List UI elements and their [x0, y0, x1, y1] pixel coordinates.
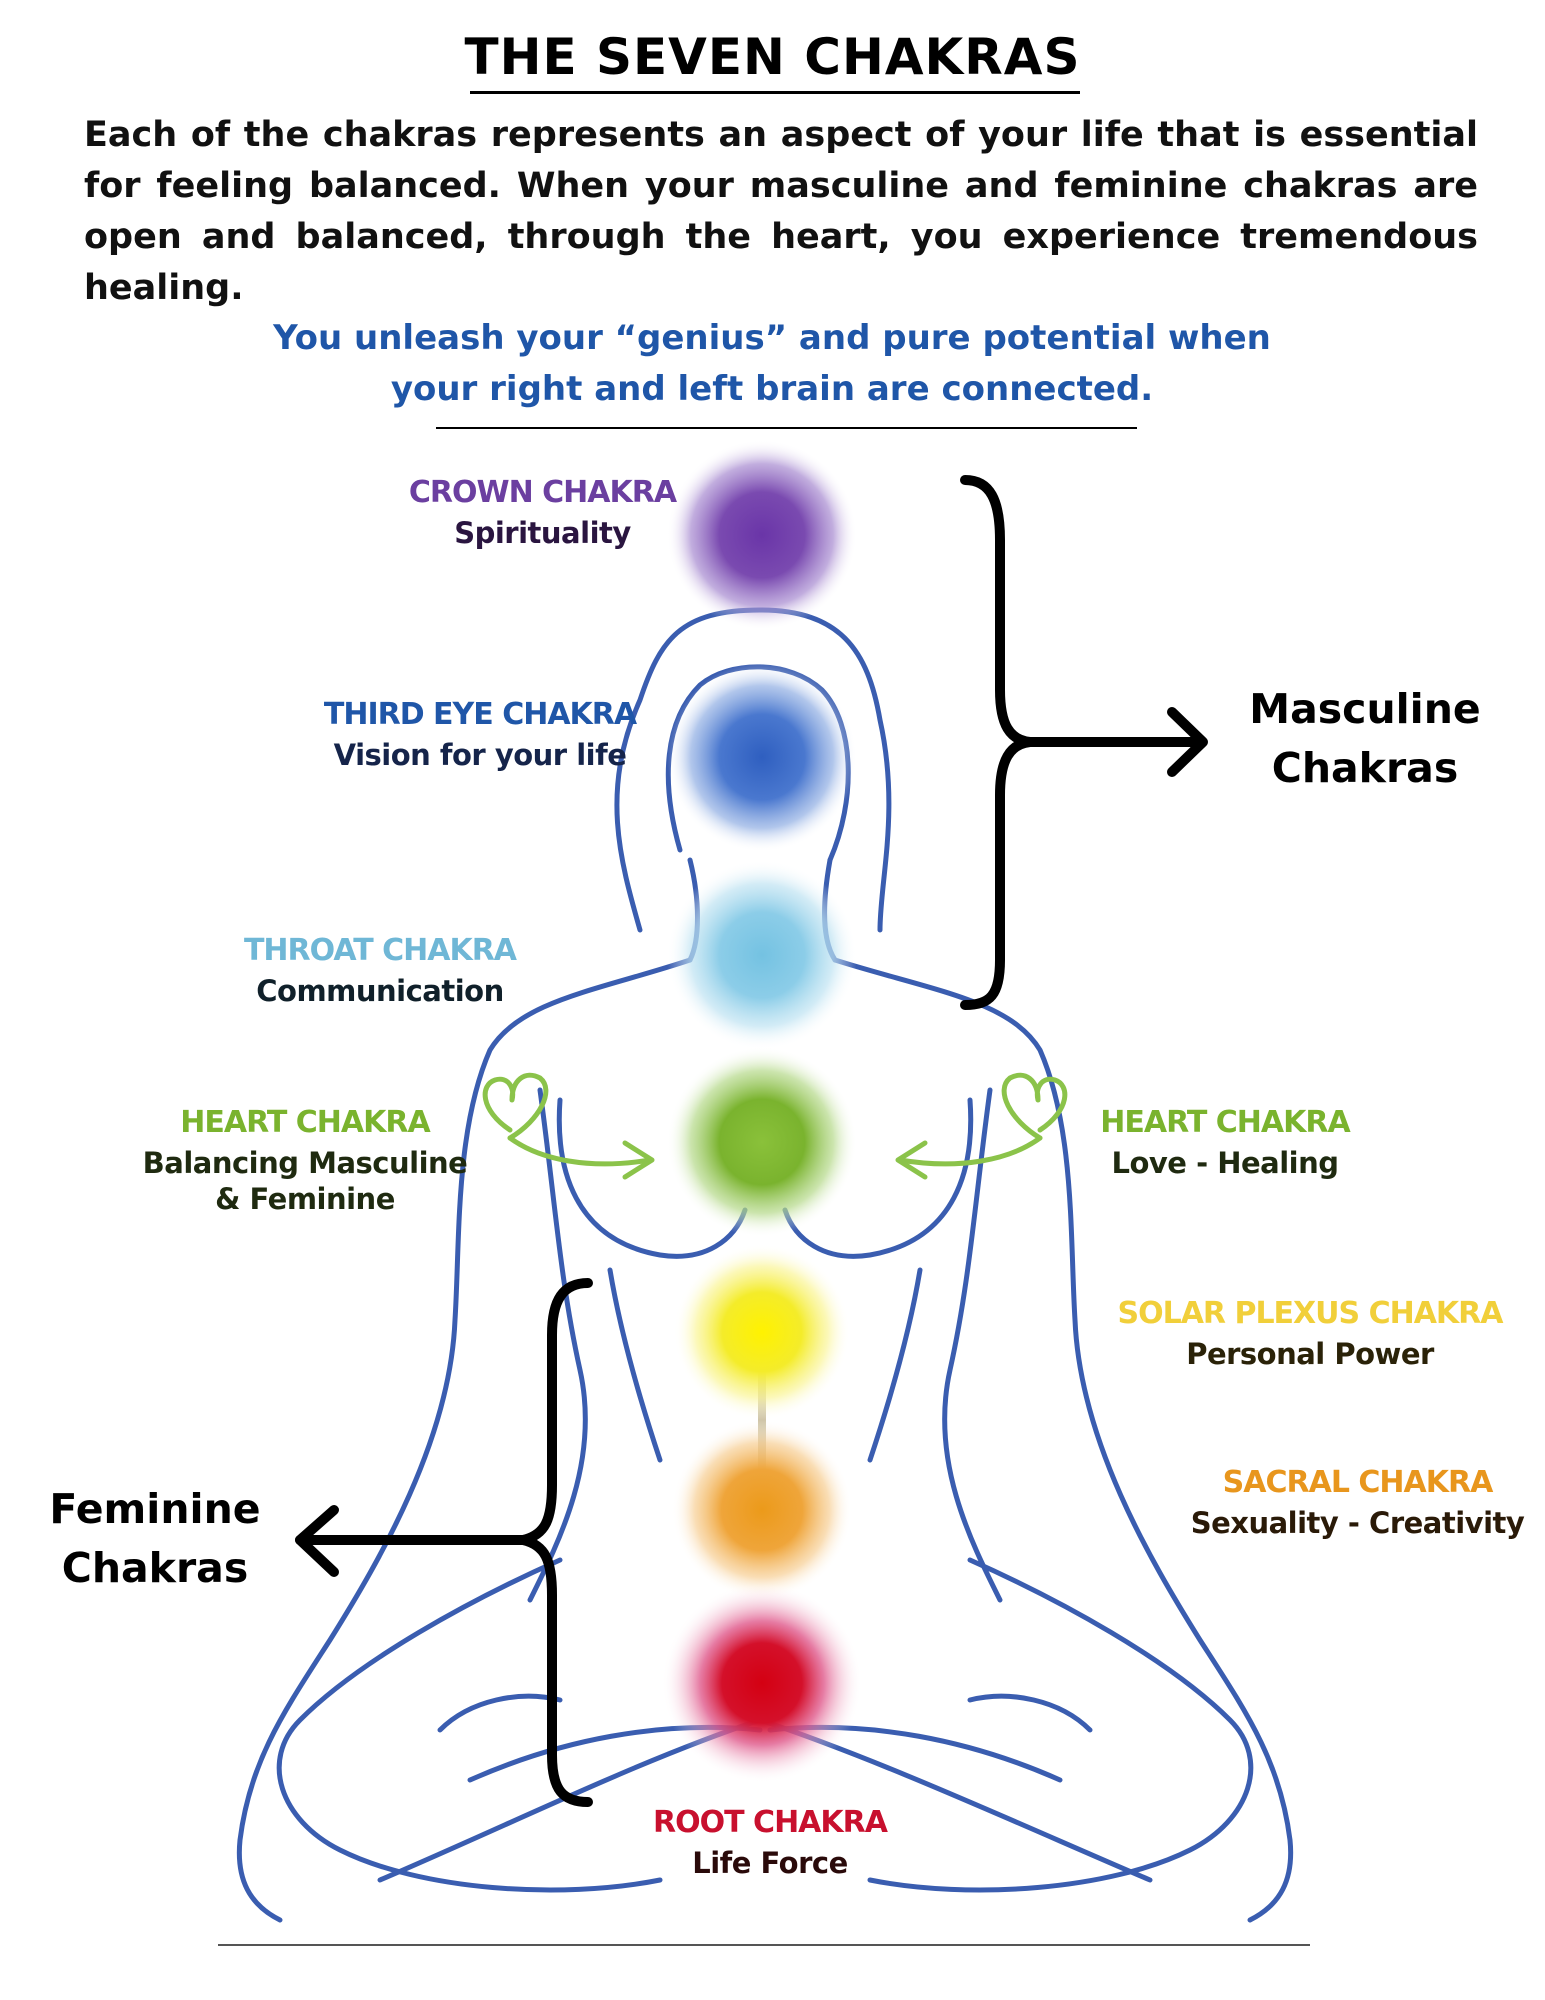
- left-inner-arm: [527, 1087, 588, 1603]
- third-eye-chakra-name: THIRD EYE CHAKRA: [323, 697, 637, 732]
- masculine-arrowhead: [1167, 707, 1208, 777]
- third-eye-chakra-desc: Vision for your life: [333, 738, 627, 772]
- right-heart-arrowhead: [895, 1140, 928, 1180]
- heart-chakra-right-desc: Love - Healing: [1111, 1146, 1340, 1180]
- genius-underline: [436, 427, 1137, 429]
- heart-chakra-left-name: HEART CHAKRA: [180, 1105, 430, 1140]
- crown-chakra-label: CROWN CHAKRA Spirituality: [365, 475, 720, 550]
- left-heart-arrow: [507, 1135, 653, 1167]
- throat-chakra-label: THROAT CHAKRA Communication: [220, 933, 540, 1008]
- left-foot: [437, 1693, 563, 1733]
- left-waist: [607, 1267, 663, 1463]
- masculine-line-2: Chakras: [1271, 744, 1459, 792]
- heart-chakra-left-desc-2: & Feminine: [215, 1182, 395, 1216]
- third-eye-orb: [667, 662, 857, 852]
- left-heart-arrowhead: [622, 1140, 655, 1180]
- throat-chakra-desc: Communication: [256, 974, 504, 1008]
- left-shoulder-arm: [236, 957, 693, 1923]
- sacral-chakra-desc: Sexuality - Creativity: [1190, 1506, 1525, 1540]
- masculine-line-1: Masculine: [1249, 685, 1481, 733]
- right-heart-arrow: [897, 1135, 1043, 1167]
- throat-chakra-name: THROAT CHAKRA: [243, 933, 517, 968]
- genius-line-1: You unleash your “genius” and pure poten…: [273, 318, 1271, 358]
- heart-arrows: [482, 1072, 1068, 1180]
- feminine-brace: [295, 1278, 593, 1807]
- sacral-orb: [672, 1420, 852, 1600]
- solar-plexus-chakra-name: SOLAR PLEXUS CHAKRA: [1117, 1296, 1503, 1331]
- right-waist: [867, 1267, 923, 1463]
- feminine-arrowhead: [295, 1505, 339, 1577]
- root-orb: [662, 1583, 862, 1783]
- right-leg-outer: [867, 1557, 1254, 1893]
- root-chakra-label: ROOT CHAKRA Life Force: [600, 1805, 940, 1880]
- genius-line-2: your right and left brain are connected.: [390, 369, 1154, 409]
- left-breast: [556, 1097, 748, 1259]
- root-chakra-desc: Life Force: [692, 1846, 848, 1880]
- page-title: THE SEVEN CHAKRAS: [464, 28, 1081, 86]
- crown-orb: [667, 440, 857, 630]
- genius-statement: You unleash your “genius” and pure poten…: [272, 313, 1272, 415]
- throat-orb: [667, 860, 857, 1050]
- heart-chakra-right-label: HEART CHAKRA Love - Healing: [1075, 1105, 1375, 1180]
- heart-chakra-left-desc-1: Balancing Masculine: [142, 1146, 468, 1180]
- chakra-orbs: [662, 440, 862, 1783]
- right-inner-arm: [942, 1087, 1003, 1603]
- feminine-chakras-label: Feminine Chakras: [30, 1480, 280, 1598]
- solar-plexus-chakra-label: SOLAR PLEXUS CHAKRA Personal Power: [1110, 1296, 1510, 1371]
- heart-orb: [667, 1047, 857, 1237]
- left-leg-outer: [276, 1557, 663, 1893]
- heart-chakra-right-name: HEART CHAKRA: [1100, 1105, 1350, 1140]
- feminine-line-2: Chakras: [61, 1544, 249, 1592]
- solar-plexus-orb: [674, 1244, 850, 1420]
- intro-paragraph: Each of the chakras represents an aspect…: [84, 115, 1478, 308]
- solar-plexus-chakra-desc: Personal Power: [1186, 1337, 1434, 1371]
- sacral-chakra-label: SACRAL CHAKRA Sexuality - Creativity: [1185, 1465, 1530, 1540]
- sacral-chakra-name: SACRAL CHAKRA: [1222, 1465, 1494, 1500]
- masculine-brace: [960, 475, 1208, 1010]
- crown-chakra-desc: Spirituality: [454, 516, 631, 550]
- right-heart-icon: [1001, 1072, 1068, 1141]
- left-heart-icon: [482, 1072, 549, 1141]
- right-breast: [782, 1097, 974, 1259]
- heart-chakra-left-label: HEART CHAKRA Balancing Masculine & Femin…: [135, 1105, 475, 1216]
- third-eye-chakra-label: THIRD EYE CHAKRA Vision for your life: [290, 697, 670, 772]
- root-chakra-name: ROOT CHAKRA: [653, 1805, 888, 1840]
- crown-chakra-name: CROWN CHAKRA: [408, 475, 677, 510]
- masculine-chakras-label: Masculine Chakras: [1220, 680, 1510, 798]
- right-shoulder-arm: [832, 957, 1294, 1923]
- feminine-line-1: Feminine: [49, 1485, 261, 1533]
- right-foot: [967, 1693, 1093, 1733]
- title-underline: [470, 91, 1080, 94]
